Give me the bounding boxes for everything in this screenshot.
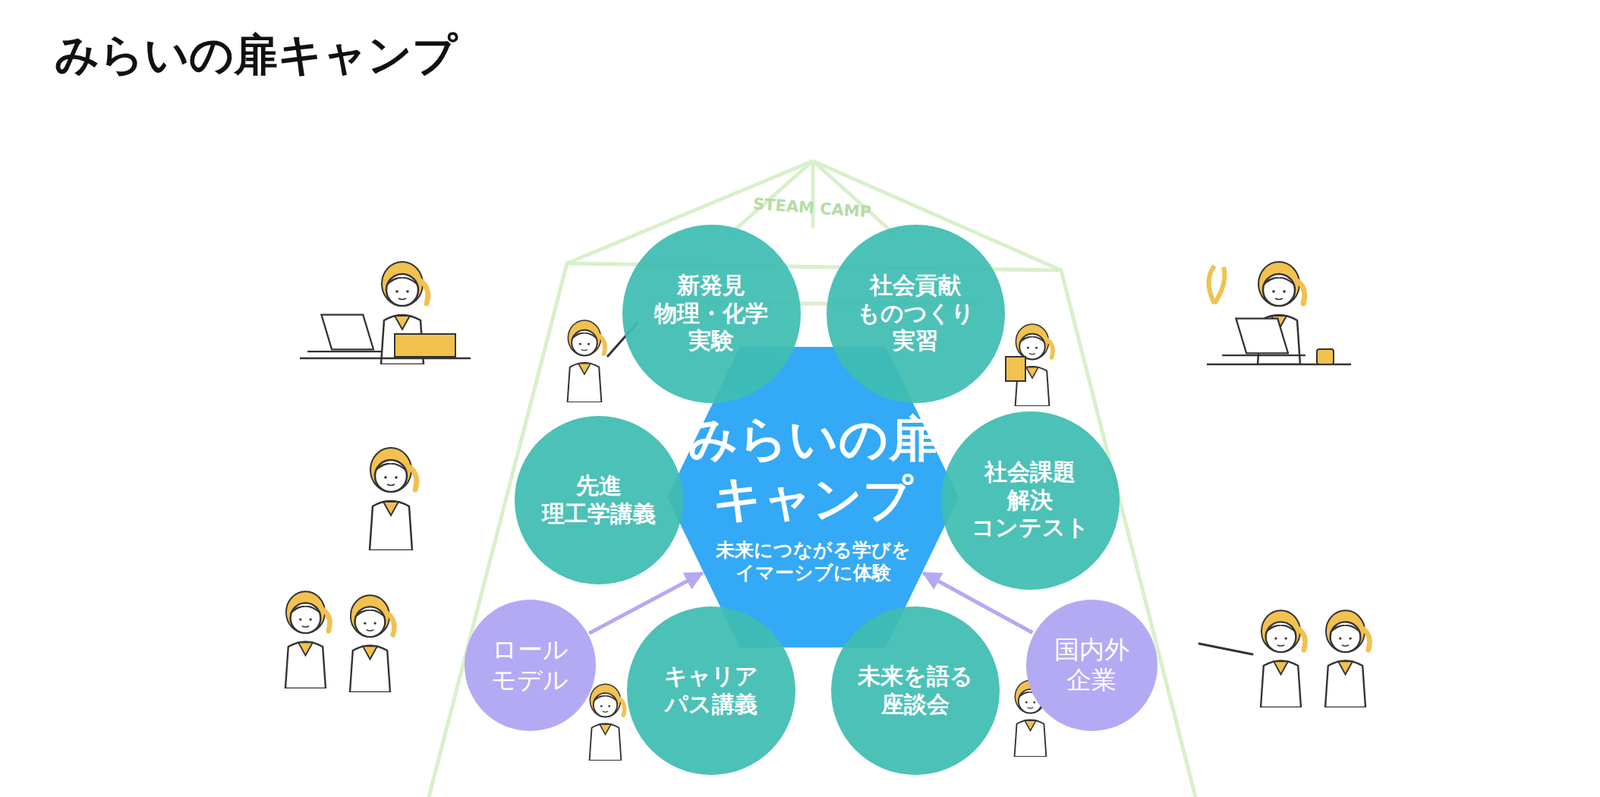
node-heading: 先進 理工学講義 [530, 472, 668, 528]
node-heading: 社会課題 解決 コンテスト [961, 458, 1099, 542]
node-body: 未来につながる学びを イマーシブに体験 [706, 538, 920, 586]
program-circle: キャリア パス講義 [626, 606, 796, 775]
program-circle: 社会課題 解決 コンテスト [941, 411, 1120, 590]
title: みらいの扉キャンプ [54, 25, 457, 86]
node-heading: みらいの扉 キャンプ [683, 409, 942, 528]
node-heading: 社会貢献 ものつくり 実習 [847, 271, 984, 356]
program-circle: 新発見 物理・化学 実験 [622, 224, 801, 404]
program-circle: 未来を語る 座談会 [831, 606, 1000, 775]
node-heading: 国内外 企業 [1044, 634, 1140, 697]
node-heading: 新発見 物理・化学 実験 [642, 271, 780, 356]
node-heading: キャリア パス講義 [642, 662, 780, 719]
partner-circle: ロール モデル [464, 599, 596, 731]
program-circle: 社会貢献 ものつくり 実習 [826, 224, 1005, 404]
partner-circle: 国内外 企業 [1026, 599, 1158, 731]
program-circle: 先進 理工学講義 [514, 415, 684, 585]
node-heading: 未来を語る 座談会 [847, 662, 984, 719]
node-heading: ロール モデル [482, 634, 578, 697]
